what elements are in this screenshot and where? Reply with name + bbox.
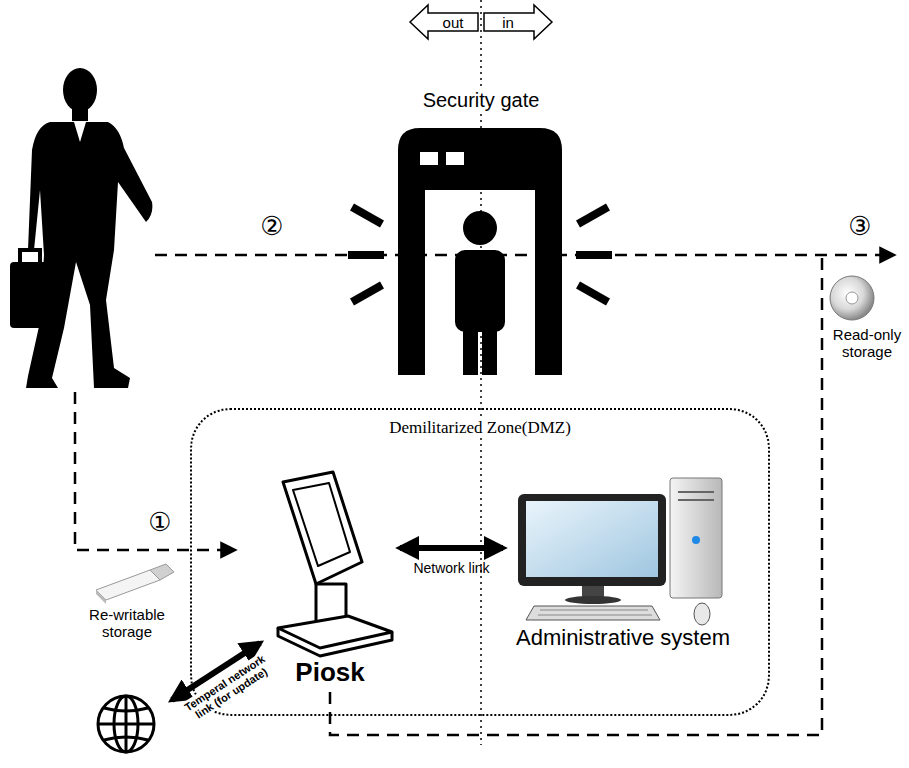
internet-globe [98,696,154,752]
edge-label: Network link [413,560,489,576]
shirt-collar [74,122,86,142]
callout-number: ① [148,508,171,537]
gate-light [420,152,438,165]
node-text: Administrative system [516,625,730,650]
in-arrow [484,5,552,39]
kiosk-illustration [278,472,392,656]
storage-label-node: Re-writable storage [75,606,179,650]
gate-light [446,152,464,165]
divider-line [480,0,482,745]
security-gate [398,128,562,375]
flow-path-1 [75,392,236,550]
flow-path-2 [155,254,895,257]
cd-hole [846,292,858,304]
gate-label-node: Security gate [395,84,567,116]
callout-number: ② [260,212,283,241]
cd-disc [830,276,874,320]
person-silhouette [10,68,152,388]
flow-path-3 [330,257,822,735]
storage-label-node: Read-only storage [825,326,909,372]
computer-illustration [518,478,722,625]
direction-label: out [443,15,464,32]
callout-number: ③ [848,212,871,241]
node-text: Piosk [295,658,364,688]
out-arrow [410,5,478,39]
usb-stick [96,564,174,604]
network-link-arrow [400,545,503,551]
scanned-person [455,211,505,375]
node-text: Security gate [419,89,544,112]
admin-system-node: Administrative system [505,466,741,650]
direction-label: in [502,15,514,32]
kiosk-node: Piosk [262,466,398,688]
node-text: Re-writable storage [75,606,179,641]
node-text: Demilitarized Zone(DMZ) [385,418,575,438]
node-text: Read-only storage [825,326,909,361]
